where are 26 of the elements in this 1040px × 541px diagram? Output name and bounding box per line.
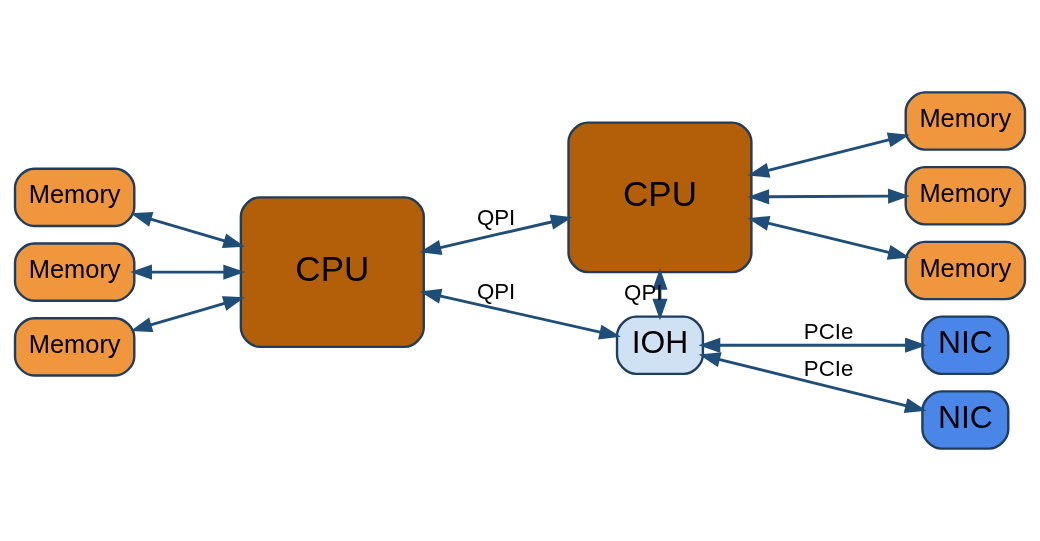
edge-label: PCIe bbox=[803, 355, 854, 381]
arrow bbox=[698, 337, 927, 353]
node-box: NIC bbox=[921, 315, 1010, 376]
arrow bbox=[747, 215, 910, 260]
arrow bbox=[419, 288, 621, 340]
node-box: Memory bbox=[904, 240, 1027, 301]
node-box: Memory bbox=[904, 91, 1027, 151]
node-box: CPU bbox=[239, 196, 425, 349]
arrow bbox=[698, 352, 927, 413]
arrow bbox=[652, 268, 668, 321]
node-box: NIC bbox=[921, 390, 1010, 450]
arrow bbox=[747, 132, 910, 178]
node-box: CPU bbox=[567, 121, 753, 274]
arrow bbox=[130, 296, 245, 333]
node-box: Memory bbox=[13, 242, 136, 302]
arrow bbox=[130, 264, 245, 280]
node-box: Memory bbox=[13, 167, 136, 228]
arrow bbox=[747, 188, 910, 205]
node-box: IOH bbox=[615, 315, 705, 376]
edge-label: QPI bbox=[476, 279, 516, 305]
arrow bbox=[130, 212, 245, 249]
node-box: Memory bbox=[13, 317, 136, 377]
edge-label: QPI bbox=[476, 204, 516, 230]
edge-label: PCIe bbox=[803, 319, 854, 345]
arrow bbox=[419, 214, 573, 255]
node-box: Memory bbox=[904, 165, 1027, 226]
